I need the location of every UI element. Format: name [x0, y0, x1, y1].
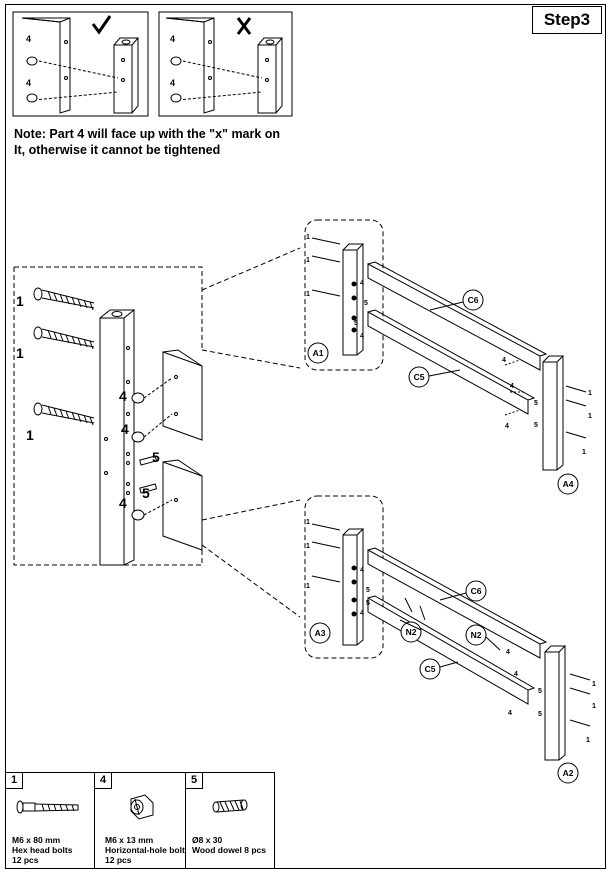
detail-view [13, 247, 301, 618]
label-A1: A1 [313, 348, 324, 358]
lower-part5-d: 5 [538, 711, 542, 718]
part-cell-4: 4 M6 x 13 mm Horizontal-hole bolt 12 pcs [94, 772, 186, 869]
upper-part4-e: 4 [505, 423, 509, 430]
page-frame [5, 4, 606, 869]
upper-part5-a: 5 [364, 300, 368, 307]
wrong-inset-part4-bottom: 4 [170, 78, 175, 88]
part-size: Ø8 x 30 [192, 835, 223, 845]
detail-part4-callout-b: 4 [121, 421, 129, 437]
label-A2: A2 [563, 768, 574, 778]
lower-assembly [304, 495, 591, 784]
wrong-inset [158, 11, 293, 117]
check-mark-icon [91, 15, 112, 35]
part-qty: 12 pcs [105, 855, 132, 865]
lower-part1-c: 1 [306, 583, 310, 590]
upper-part1-c: 1 [306, 291, 310, 298]
detail-part4-callout-a: 4 [119, 388, 127, 404]
detail-part1-callout-c: 1 [26, 427, 34, 443]
part-size: M6 x 13 mm [105, 835, 154, 845]
upper-part1-a: 1 [306, 234, 310, 241]
part-cell-5: 5 Ø8 x 30 Wood dowel 8 pcs [185, 772, 275, 869]
detail-part5-callout-a: 5 [152, 449, 160, 465]
part-qty: 12 pcs [12, 855, 39, 865]
upper-part5-d: 5 [534, 422, 538, 429]
label-C6-lower: C6 [471, 586, 482, 596]
correct-inset-part4-top: 4 [26, 34, 31, 44]
upper-part4-b: 4 [360, 333, 364, 340]
wrong-inset-part4-top: 4 [170, 34, 175, 44]
lower-part1-a: 1 [306, 519, 310, 526]
barrel-nut-icon [130, 794, 154, 820]
part-name: Horizontal-hole bolt [105, 845, 185, 855]
wood-dowel-icon [212, 799, 248, 813]
label-N2-right: N2 [471, 630, 482, 640]
assembly-note: Note: Part 4 will face up with the "x" m… [14, 126, 324, 158]
label-A3: A3 [315, 628, 326, 638]
upper-part1-e: 1 [588, 413, 592, 420]
upper-part4-a: 4 [360, 280, 364, 287]
lower-part4-e: 4 [508, 710, 512, 717]
detail-part1-callout-b: 1 [16, 345, 24, 361]
lower-part5-b: 5 [366, 600, 370, 607]
label-A4: A4 [563, 479, 574, 489]
hex-bolt-icon [16, 800, 79, 814]
cross-mark-icon [236, 17, 252, 35]
label-C5-lower: C5 [425, 664, 436, 674]
upper-part5-c: 5 [534, 400, 538, 407]
detail-part4-callout-c: 4 [119, 495, 127, 511]
part-number: 4 [95, 773, 112, 789]
label-N2-left: N2 [406, 627, 417, 637]
upper-part1-b: 1 [306, 257, 310, 264]
lower-part1-d: 1 [592, 681, 596, 688]
label-C5-upper: C5 [414, 372, 425, 382]
detail-part1-callout-a: 1 [16, 293, 24, 309]
lower-part1-e: 1 [592, 703, 596, 710]
upper-part4-d: 4 [510, 383, 514, 390]
correct-inset-part4-bottom: 4 [26, 78, 31, 88]
lower-part4-c: 4 [506, 649, 510, 656]
part-size: M6 x 80 mm [12, 835, 61, 845]
step-label: Step3 [532, 6, 602, 34]
upper-assembly [304, 219, 587, 495]
label-C6-upper: C6 [468, 295, 479, 305]
lower-part1-f: 1 [586, 737, 590, 744]
note-line-2: It, otherwise it cannot be tightened [14, 143, 221, 157]
lower-part5-c: 5 [538, 688, 542, 695]
part-number: 5 [186, 773, 203, 789]
part-number: 1 [6, 773, 23, 789]
detail-part5-callout-b: 5 [142, 485, 150, 501]
upper-part5-b: 5 [354, 320, 358, 327]
part-name: Hex head bolts [12, 845, 73, 855]
lower-part5-a: 5 [366, 587, 370, 594]
part-cell-1: 1 M6 x 80 mm Hex head bolts 12 pcs [5, 772, 95, 869]
upper-part4-c: 4 [502, 357, 506, 364]
correct-inset [12, 11, 149, 117]
lower-part4-b: 4 [360, 610, 364, 617]
note-line-1: Note: Part 4 will face up with the "x" m… [14, 127, 281, 141]
lower-part4-a: 4 [360, 567, 364, 574]
upper-part1-f: 1 [582, 449, 586, 456]
parts-legend: 1 M6 x 80 mm Hex head bolts 12 pcs 4 M6 … [5, 772, 275, 869]
lower-part4-d: 4 [514, 671, 518, 678]
upper-part1-d: 1 [588, 390, 592, 397]
part-name: Wood dowel 8 pcs [192, 845, 266, 855]
lower-part1-b: 1 [306, 543, 310, 550]
